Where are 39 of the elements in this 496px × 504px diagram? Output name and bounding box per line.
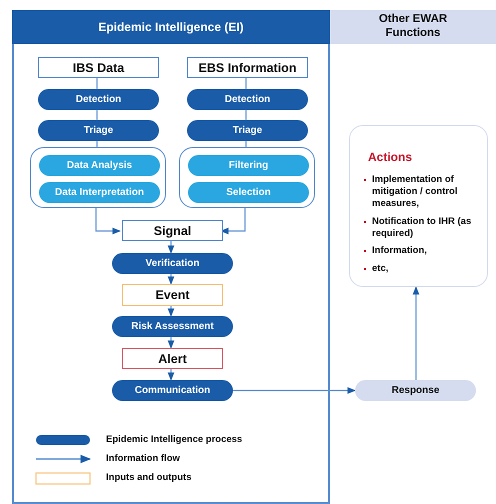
process-pill: Detection [38, 89, 159, 110]
action-item: etc, [372, 263, 388, 276]
process-pill: Detection [187, 89, 308, 110]
process-pill: Data Interpretation [39, 182, 160, 203]
actions-heading: Actions [368, 150, 412, 164]
process-pill: Triage [38, 120, 159, 141]
arrow [231, 387, 356, 394]
arrow [168, 337, 174, 349]
output-box: IBS Data [38, 57, 159, 78]
actions-card [349, 125, 488, 287]
process-pill: Communication [112, 380, 233, 401]
group-outline [30, 147, 166, 208]
action-item: Notification to IHR (as required) [372, 216, 472, 240]
panel-header: Epidemic Intelligence (EI) [12, 10, 330, 44]
arrow [168, 274, 174, 285]
legend-label: Inputs and outputs [106, 472, 192, 483]
output-box: Signal [122, 220, 223, 241]
arrow [168, 306, 174, 317]
arrow [95, 208, 121, 234]
panel-outline [12, 10, 330, 504]
arrow [168, 241, 174, 254]
response-pill: Response [355, 380, 476, 401]
legend-label: Epidemic Intelligence process [106, 434, 242, 445]
process-pill: Verification [112, 253, 233, 274]
output-box: Event [122, 284, 223, 306]
output-box: Alert [122, 348, 223, 369]
arrow [168, 369, 174, 381]
process-pill: Selection [188, 182, 309, 203]
output-box: EBS Information [187, 57, 308, 78]
legend-label: Information flow [106, 453, 180, 464]
process-pill: Risk Assessment [112, 316, 233, 337]
action-item: Implementation of mitigation / control measures, [372, 174, 458, 210]
process-pill: Data Analysis [39, 155, 160, 176]
group-outline [179, 147, 315, 208]
action-item: Information, [372, 245, 427, 258]
process-pill: Triage [187, 120, 308, 141]
arrow [412, 286, 420, 380]
process-pill: Filtering [188, 155, 309, 176]
column-header: Other EWAR Functions [330, 10, 496, 44]
